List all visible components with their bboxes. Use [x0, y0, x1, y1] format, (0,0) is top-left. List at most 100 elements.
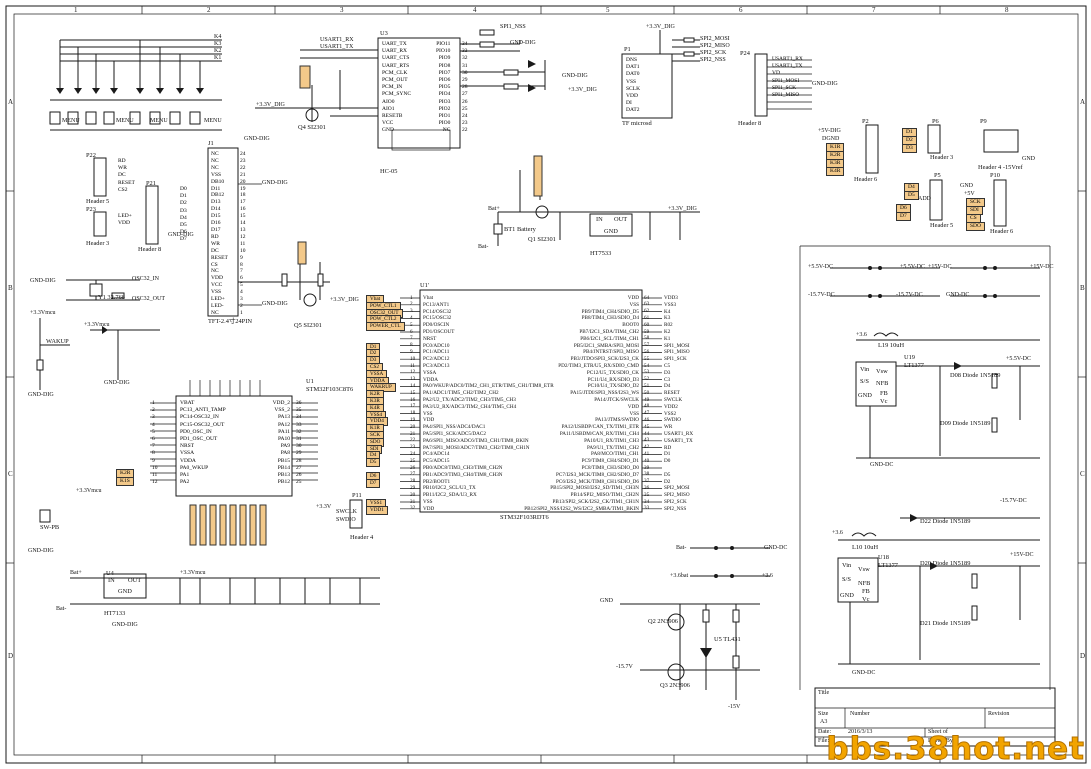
mcu-small-pin: PA12	[277, 421, 290, 428]
net-3v3-mcu-u4: +3.3Vmcu	[180, 570, 206, 576]
p21-net: D1	[180, 193, 187, 200]
mcu-net-label: D5	[664, 471, 671, 478]
net-spi1-nss: SPI1_NSS	[500, 24, 526, 30]
p21-net: D2	[180, 200, 187, 207]
mcu-net-flag: POWER_CTL	[366, 322, 405, 332]
pin-number: 7	[240, 268, 243, 275]
net-3v3-tf: +3.3V_DIG	[646, 24, 675, 30]
p11-net-3v3: +3.3V	[316, 504, 332, 510]
mcu-net-label: SPI2_MISO	[664, 492, 690, 499]
mcu-pin-name: PC11/U4_RX/SDIO_D3	[587, 376, 639, 383]
net-bat-plus-u2: Bat+	[488, 206, 500, 212]
net-36bat-jumper: +3.6bat	[670, 573, 689, 579]
mcu-net-label: C3	[664, 376, 671, 383]
tft-part: TFT-2.4寸24PIN	[208, 318, 252, 325]
mcu-net-label: K1	[664, 335, 671, 342]
u18-pin-ss: S/S	[842, 576, 851, 583]
mcu-small-pin: PA2	[180, 479, 190, 486]
q3-label: Q3 2N3906	[660, 682, 690, 689]
l10-label: L10 10uH	[852, 544, 879, 551]
p24-net: VD	[772, 70, 780, 77]
net-spi2-sck-tf: SPI2_SCK	[700, 50, 727, 56]
mcu-net-flag: VDD1	[366, 505, 388, 515]
p11-net-swclk: SWCLK	[336, 509, 357, 515]
grid-col-3: 3	[340, 6, 344, 14]
grid-row-d: D	[8, 652, 14, 660]
p21-net: D3	[180, 207, 187, 214]
pin-number: 29	[410, 484, 416, 491]
mcu-net-label: SPI1_MOSI	[664, 342, 690, 349]
pin-number: 31	[296, 436, 302, 443]
tb-sheet-label: Sheet of	[928, 729, 948, 735]
hc05-pin: PCM_CLK	[382, 69, 408, 76]
mcu-small-pin: PA8	[280, 450, 290, 457]
p10-part: Header 6	[990, 228, 1014, 235]
net-36-u18: +3.6	[832, 530, 843, 536]
mcu-net-label: SPI2_SCK	[664, 499, 687, 505]
u18-pin-vc: Vc	[862, 596, 870, 603]
grid-row-d-right: D	[1080, 652, 1086, 660]
pin-number: 6	[240, 275, 243, 282]
pin-number: 12	[240, 233, 246, 240]
mcu-small-pin: VDDA	[180, 457, 196, 464]
net-15v-dc: +15V-DC	[928, 264, 952, 270]
tft-pin: NC	[211, 309, 219, 316]
mcu-pin-name: PB15/SPI2_MOSI/I2S2_SD/TIM1_CH3N	[550, 485, 639, 492]
grid-col-4: 4	[473, 6, 477, 14]
hc05-ref: U3	[380, 30, 388, 37]
pin-number: 24	[240, 151, 246, 157]
hc05-pin: PIO3	[438, 98, 451, 105]
pin-number: 34	[462, 41, 468, 47]
mcu-small-part: STM32F103C8T6	[306, 386, 354, 393]
p21-net: D5	[180, 222, 187, 229]
pin-number: 20	[410, 423, 416, 430]
hc05-pin: VCC	[382, 120, 394, 127]
pin-number: 31	[462, 62, 468, 69]
p11-ref: P11	[352, 492, 362, 499]
mcu-pin-name: Vbat	[423, 295, 434, 301]
mcu-small-pin: VDD_2	[272, 400, 290, 406]
mcu-pin-name: PB8/TIM4_CH3/SDIO_D4	[581, 315, 639, 322]
pin-number: 26	[462, 98, 468, 105]
pin-number: 11	[240, 240, 246, 247]
mcu-pin-name: PB5/I2C1_SMBA/SPI3_MOSI	[573, 342, 639, 349]
pin-number: 23	[462, 120, 468, 127]
pin-number: 34	[644, 498, 650, 505]
mcu-pin-name: VSS	[423, 410, 433, 417]
d08-label: D08 Diode 1N5189	[950, 372, 1001, 379]
mcu-small-pin: PA9	[280, 443, 290, 450]
net-3v3-tf-vdd: +3.3V_DIG	[568, 87, 597, 93]
pin-number: 15	[410, 389, 416, 396]
tft-pin: D17	[211, 226, 221, 233]
mcu-pin-name: PA7/SPI1_MOSI/ADC7/TIM3_CH2/TIM8_CH1N	[423, 444, 530, 451]
u18-part: LT1377	[878, 562, 899, 569]
grid-col-6: 6	[739, 6, 743, 14]
pin-number: 33	[296, 421, 302, 428]
mcu-pin-name: PA14/JTCK/SWCLK	[594, 397, 639, 403]
tb-drawn-label: Drawn By:	[928, 738, 955, 744]
mcu-net-label: RD	[664, 444, 672, 451]
net-gnd-dig-u4: GND-DIG	[112, 622, 138, 628]
tb-size-label: Size	[818, 711, 829, 717]
p6-part: Header 3	[930, 154, 954, 161]
mcu-net-label: D4	[664, 383, 671, 390]
p10-net-5v: +5V	[964, 191, 975, 197]
grid-col-2: 2	[207, 6, 211, 14]
mcu-pin-name: VSS	[423, 499, 433, 505]
pin-number: 4	[152, 421, 155, 428]
pin-number: 7	[410, 335, 413, 342]
tft-pin: NC	[211, 151, 219, 157]
pin-number: 19	[410, 416, 416, 423]
pin-number: 4	[240, 289, 243, 296]
bt1-label: BT1 Battery	[504, 226, 536, 233]
tft-pin: NC	[211, 164, 219, 171]
mcu-pin-name: PB12/SPI2_NSS/I2S2_WS/I2C2_SMBA/TIM1_BKI…	[524, 505, 639, 512]
net-gnd-dc-u18: GND-DC	[852, 670, 876, 676]
hc05-left-pins: UART_TX UART_RX UART_CTS UART_RTS PCM_CL…	[382, 41, 411, 135]
pin-number: 13	[410, 376, 416, 383]
tf-pin: DAT0	[626, 71, 640, 78]
mcu-pin-name: PB3/JTDO/SPI3_SCK/I2S3_CK	[570, 356, 639, 363]
mcu-small-pin: PA11	[278, 428, 290, 435]
mcu-pin-name: PA10/U1_RX/TIM1_CH3	[584, 437, 639, 444]
mcu-pin-name: PA13/JTMS/SWDIO	[595, 417, 639, 424]
